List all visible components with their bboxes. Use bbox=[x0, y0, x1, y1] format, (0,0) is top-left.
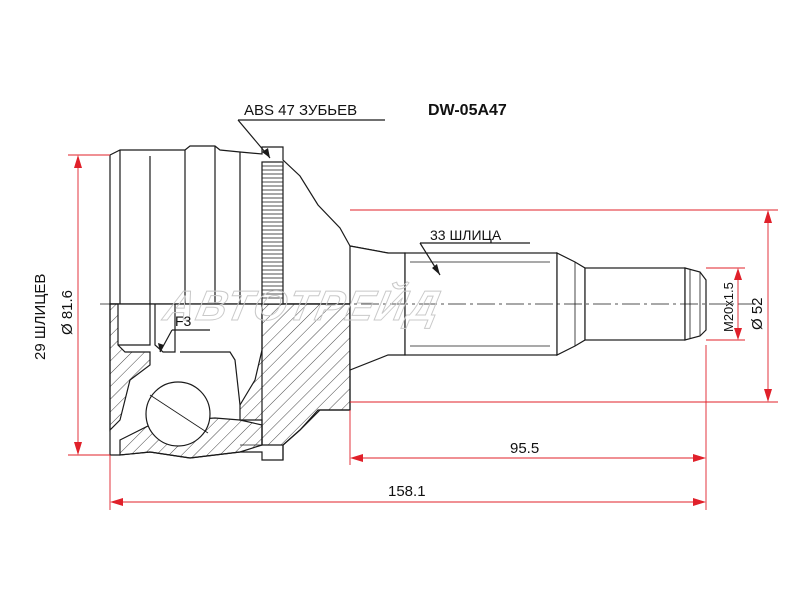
abs-teeth-label: ABS 47 ЗУБЬЕВ bbox=[244, 102, 357, 119]
leader-lines bbox=[158, 119, 530, 353]
total-length-dimension: 158.1 bbox=[388, 483, 426, 500]
watermark: АВТОТРЕЙД bbox=[159, 280, 446, 328]
splines-33-label: 33 ШЛИЦА bbox=[430, 227, 502, 243]
dimension-lines bbox=[68, 154, 778, 510]
thread-label: M20x1.5 bbox=[721, 282, 736, 332]
abs-ring bbox=[261, 161, 284, 305]
part-number: DW-05A47 bbox=[428, 102, 507, 119]
splines-29-label: 29 ШЛИЦЕВ bbox=[32, 274, 49, 360]
shaft-diameter-dimension: Ø 52 bbox=[749, 297, 766, 330]
f3-label: F3 bbox=[175, 313, 192, 329]
outer-diameter-dimension: Ø 81.6 bbox=[59, 290, 76, 335]
ball bbox=[145, 381, 211, 447]
shaft-length-dimension: 95.5 bbox=[510, 440, 539, 457]
